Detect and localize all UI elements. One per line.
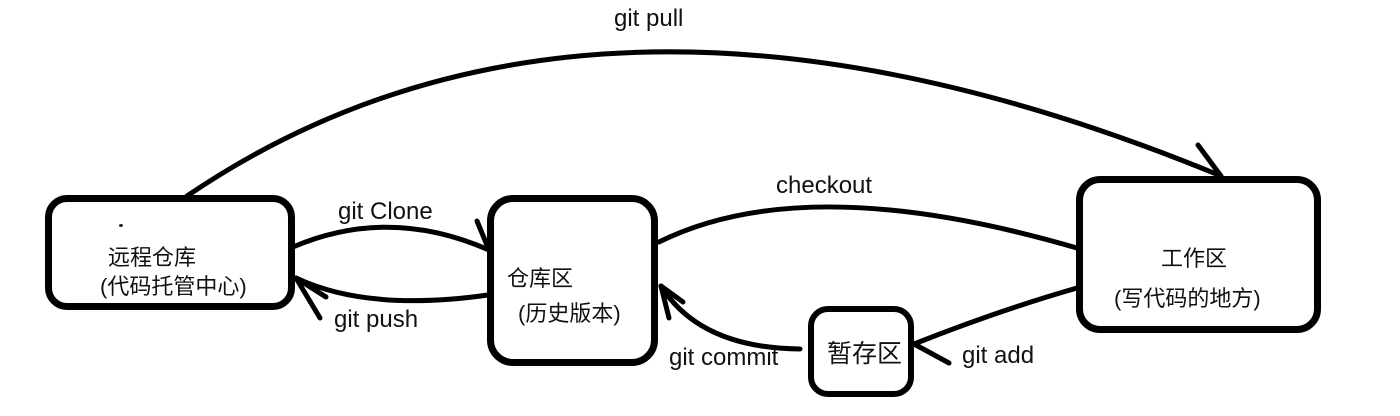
git-add-arrowhead xyxy=(911,341,952,366)
stray-ink-dot xyxy=(119,224,123,227)
node-repo-subtitle: (历史版本) xyxy=(518,301,621,326)
node-remote-subtitle: (代码托管中心) xyxy=(100,274,247,299)
git-clone-arrow-line xyxy=(290,224,492,253)
git-commit-arrow-line xyxy=(658,283,803,352)
edge-label-git-add: git add xyxy=(962,342,1035,369)
node-repo-title: 仓库区 xyxy=(507,266,574,291)
edge-label-checkout: checkout xyxy=(776,172,873,199)
node-staging-area: 暂存区 xyxy=(808,306,914,397)
node-work-title: 工作区 xyxy=(1161,246,1228,271)
edge-label-git-clone: git Clone xyxy=(338,198,433,225)
edge-label-git-pull: git pull xyxy=(614,5,684,32)
node-local-repository: 仓库区 (历史版本) xyxy=(487,195,658,366)
git-push-arrowhead xyxy=(293,275,329,321)
node-working-area: 工作区 (写代码的地方) xyxy=(1076,176,1321,333)
edge-label-git-push: git push xyxy=(334,306,419,333)
node-remote-repository: 远程仓库 (代码托管中心) xyxy=(45,195,295,310)
git-commit-arrowhead xyxy=(658,283,686,321)
node-work-subtitle: (写代码的地方) xyxy=(1114,286,1261,311)
git-add-arrow-line xyxy=(911,285,1080,347)
git-pull-arrow-line xyxy=(184,49,1224,199)
checkout-arrow-line xyxy=(656,204,1080,251)
git-pull-arrowhead xyxy=(1195,142,1224,179)
node-remote-title: 远程仓库 xyxy=(108,245,197,270)
node-stage-title: 暂存区 xyxy=(827,340,903,368)
edge-label-git-commit: git commit xyxy=(669,344,779,371)
git-push-arrow-line xyxy=(293,275,491,304)
